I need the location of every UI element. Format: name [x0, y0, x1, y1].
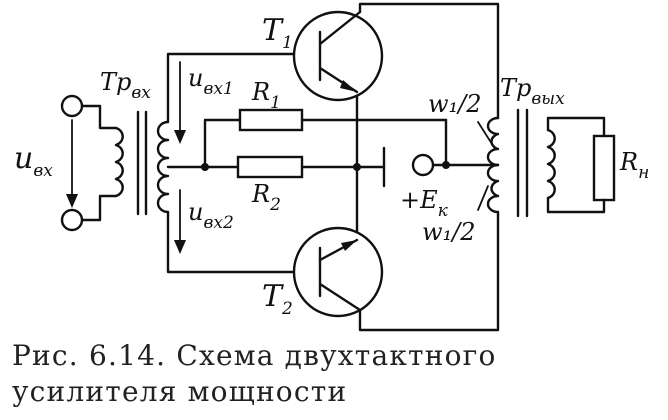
input-terminal-top — [60, 94, 84, 118]
label-r2: R2 — [251, 180, 281, 215]
label-rn: Rн — [619, 148, 649, 183]
resistor-r2 — [236, 155, 304, 179]
winding-tick-top — [477, 121, 493, 145]
input-terminal-bottom — [60, 208, 84, 232]
resistor-r1 — [238, 108, 304, 132]
junction-center-tap — [201, 163, 209, 171]
output-transformer — [477, 108, 556, 218]
output-transformer-primary-upper — [486, 116, 500, 167]
input-transformer — [114, 110, 170, 216]
transistor-t1-collector — [318, 10, 362, 46]
u-in1-arrowhead — [174, 130, 186, 144]
wire-base-t1 — [166, 52, 322, 124]
label-t2: T2 — [262, 279, 293, 319]
u-in2-arrowhead — [174, 240, 186, 254]
wire-collector-t2 — [358, 210, 500, 332]
wire-r1-left — [203, 118, 242, 169]
label-r1: R1 — [251, 78, 281, 113]
label-u-in2: uвх2 — [188, 198, 234, 233]
input-terminals — [60, 94, 118, 232]
label-u-in1: uвх1 — [188, 64, 234, 99]
input-voltage-arrowhead — [66, 194, 78, 208]
transistor-t2 — [292, 226, 384, 318]
junction-supply — [442, 161, 450, 169]
transistor-t2-emitter-arrow — [341, 240, 357, 251]
transistor-t2-body — [292, 226, 384, 318]
label-winding-bottom: w₁/2 — [422, 218, 476, 246]
label-winding-top: w₁/2 — [428, 90, 482, 118]
output-transformer-secondary-coil — [546, 128, 556, 200]
wire-load-bottom — [546, 196, 606, 214]
output-transformer-primary-lower — [486, 163, 500, 214]
label-supply: +Eк — [400, 186, 449, 221]
transistor-t1 — [292, 10, 384, 102]
winding-tick-bottom — [477, 185, 489, 211]
bias-divider — [201, 108, 448, 188]
transistor-t2-collector — [318, 282, 362, 312]
wire-in-bottom — [80, 194, 118, 222]
label-u-in: uвх — [14, 141, 53, 181]
label-output-transformer: Tpвых — [500, 74, 565, 109]
supply-terminal — [411, 153, 435, 177]
input-transformer-secondary-coil — [156, 120, 170, 214]
wire-collector-t1 — [358, 2, 500, 120]
input-transformer-primary-coil — [114, 126, 124, 198]
figure-caption: Рис. 6.14. Схема двухтактного усилителя … — [12, 339, 497, 408]
wire-in-top — [80, 104, 118, 130]
wire-base-t2 — [166, 210, 322, 274]
resistor-rn — [592, 134, 616, 202]
transistor-t1-body — [292, 10, 384, 102]
transistor-t1-emitter-arrow — [340, 80, 357, 92]
label-input-transformer: Tpвх — [100, 68, 151, 103]
wire-load-top — [546, 116, 606, 138]
push-pull-amplifier-schematic: T1 T2 Tpвх Tpвых uвх uвх1 uвх2 R1 R2 Rн … — [14, 2, 649, 332]
label-t1: T1 — [262, 13, 293, 53]
